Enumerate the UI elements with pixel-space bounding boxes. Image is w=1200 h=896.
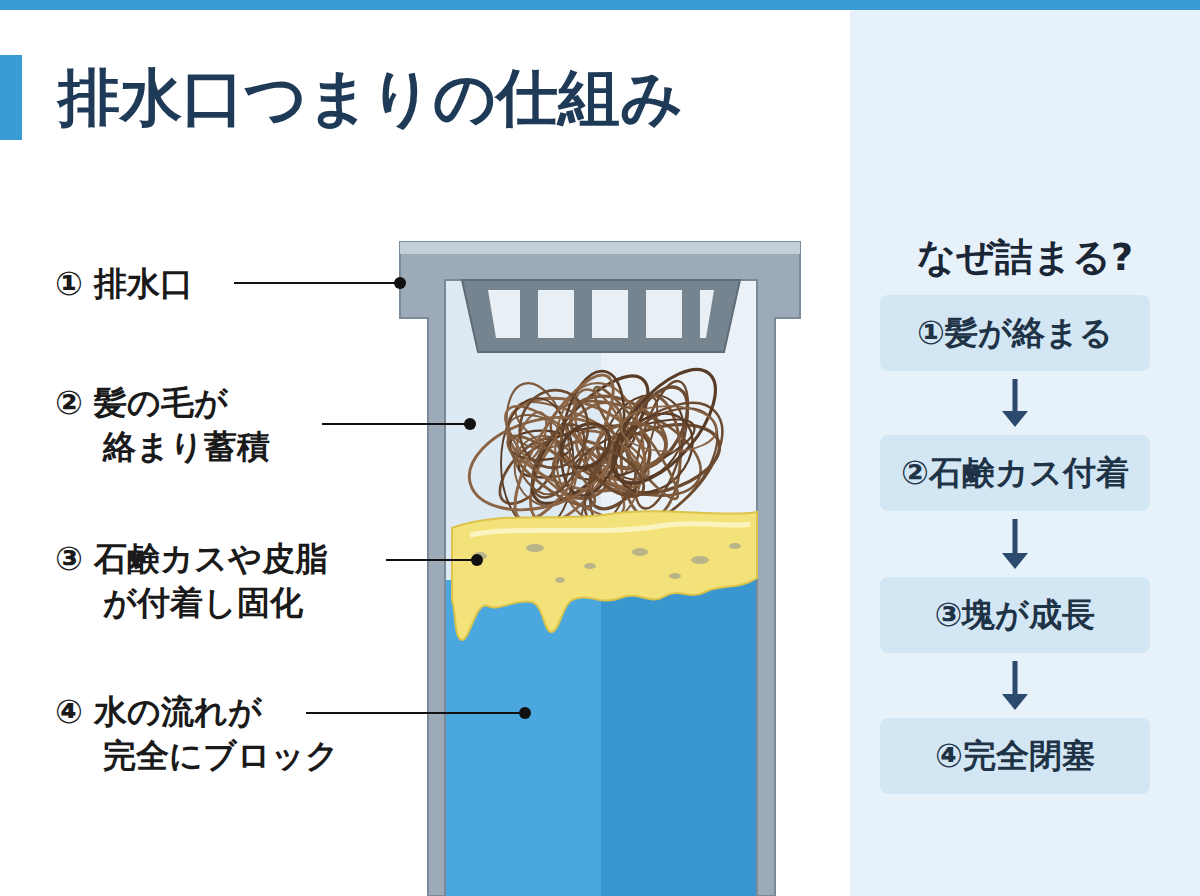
callout-label: ③ 石鹸カスや皮脂 が付着し固化 (55, 537, 423, 624)
hair-strand (578, 439, 652, 506)
arrow-head (1002, 411, 1028, 427)
step-box: ④完全閉塞 (880, 718, 1150, 794)
top-bar (0, 0, 1200, 10)
soap-highlight (470, 524, 750, 535)
arrow-head (1002, 694, 1028, 710)
hair-strand (553, 415, 618, 477)
callout-label: ④ 水の流れが 完全にブロック (55, 690, 373, 777)
leader-lines (234, 283, 525, 713)
hair-strand (498, 363, 630, 533)
flow-arrow (1002, 519, 1028, 569)
arrow-shaft (1013, 379, 1018, 413)
arrow-head (1002, 553, 1028, 569)
hair-strand (585, 380, 687, 506)
flange-highlight (400, 242, 800, 254)
water (601, 580, 757, 896)
title-accent (0, 55, 22, 140)
step-box: ①髪が絡まる (880, 295, 1150, 371)
callout-label: ② 髪の毛が 絡まり蓄積 (55, 381, 353, 468)
callout-label: ① 排水口 (55, 262, 403, 306)
leader-dots (394, 277, 531, 719)
step-text: ②石鹸カス付着 (901, 451, 1129, 496)
side-panel: なぜ詰まる? ①髪が絡まる ②石鹸カス付着 ③塊が成長 ④完全閉塞 (850, 10, 1200, 896)
flow-arrow (1002, 379, 1028, 427)
panel-heading: なぜ詰まる? (850, 232, 1200, 283)
scum-specks (473, 543, 741, 583)
drain-pipe (400, 242, 800, 896)
hair-strand (499, 426, 603, 517)
hair-strand (458, 402, 622, 526)
hair-strand (595, 353, 734, 500)
step-text: ①髪が絡まる (917, 311, 1113, 356)
grate-slots (488, 290, 714, 338)
step-box: ②石鹸カス付着 (880, 435, 1150, 511)
arrow-shaft (1013, 661, 1018, 696)
title: 排水口つまりの仕組み (58, 58, 683, 138)
drain-grate (462, 280, 740, 352)
flow-arrow (1002, 661, 1028, 710)
step-text: ③塊が成長 (935, 593, 1096, 638)
soap-scum (452, 511, 757, 640)
step-text: ④完全閉塞 (935, 734, 1095, 779)
hair-strand (514, 385, 595, 474)
step-box: ③塊が成長 (880, 577, 1150, 653)
arrow-shaft (1013, 519, 1018, 555)
hair-strand (621, 406, 717, 453)
